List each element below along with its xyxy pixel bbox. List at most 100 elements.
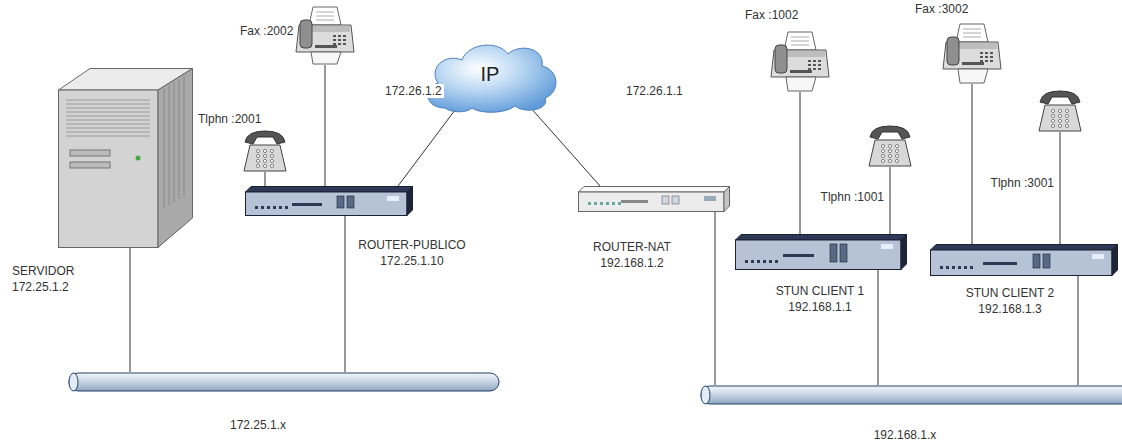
phone-key: [895, 159, 898, 162]
network-link: [890, 167, 891, 234]
device-side: [901, 235, 907, 270]
device-led: [285, 206, 288, 209]
stun-client-device-drawing: [930, 244, 1118, 276]
telephone-drawing: [868, 125, 912, 167]
phone-key: [1058, 114, 1061, 117]
fax-machine-drawing: [770, 30, 830, 92]
fax-key: [985, 56, 988, 58]
lan-bus-drawing: [68, 372, 500, 392]
device-port: [672, 196, 679, 204]
phone-key: [881, 159, 884, 162]
fax-tray: [786, 77, 816, 91]
device-strip: [783, 254, 814, 257]
device-led: [775, 260, 778, 263]
server-grille: [66, 124, 150, 125]
bus-tube: [69, 373, 499, 391]
device-port: [830, 244, 837, 262]
device-front: [931, 250, 1113, 276]
device-port: [347, 196, 354, 208]
network-link: [530, 107, 600, 186]
fax-key: [338, 39, 341, 41]
device-led: [618, 202, 621, 205]
fax-key: [333, 39, 336, 41]
telephone-drawing: [1038, 90, 1082, 132]
device-badge: [881, 244, 893, 249]
device-label: Tlphn :1001: [821, 190, 884, 204]
device-badge: [1092, 254, 1104, 259]
device-front: [736, 240, 902, 270]
ip-address: 192.168.1.3: [978, 302, 1041, 316]
device-label: Fax :1002: [745, 8, 798, 22]
phone-key: [263, 149, 266, 152]
phone-key: [270, 164, 273, 167]
phone-key: [1051, 119, 1054, 122]
phone-key: [270, 154, 273, 157]
ip-address: 192.168.1.2: [600, 256, 663, 270]
fax-key: [990, 52, 993, 54]
fax-handset: [300, 20, 312, 48]
device-led: [940, 266, 943, 269]
link-address: 172.26.1.1: [624, 84, 685, 98]
server-drive: [70, 162, 110, 168]
bus-tube: [701, 386, 1122, 404]
network-link: [1060, 132, 1061, 244]
device-led: [769, 260, 772, 263]
phone-key: [895, 144, 898, 147]
device-led: [588, 202, 591, 205]
phone-key: [881, 144, 884, 147]
phone-key: [1058, 119, 1061, 122]
device-front: [579, 192, 725, 212]
fax-key: [818, 60, 821, 62]
phone-key: [1065, 119, 1068, 122]
device-led: [946, 266, 949, 269]
device-strip: [983, 262, 1017, 265]
ip-address: 192.168.1.1: [788, 300, 851, 314]
ip-address: 172.25.1.2: [12, 280, 69, 294]
telephone-drawing: [243, 130, 287, 172]
device-side: [724, 187, 730, 212]
server-led: [136, 156, 141, 161]
bus-end: [69, 373, 78, 391]
phone-key: [881, 154, 884, 157]
stun-client-device: STUN CLIENT 2192.168.1.3: [930, 244, 1118, 276]
fax-machine: Fax :2002: [295, 5, 355, 65]
device-side: [407, 187, 413, 216]
network-link: [345, 216, 346, 372]
cloud-outline: [428, 45, 556, 112]
phone-key: [895, 149, 898, 152]
device-led: [958, 266, 961, 269]
stun-client-device-drawing: [735, 234, 907, 270]
fax-key: [818, 68, 821, 70]
paper-line: [791, 37, 809, 38]
fax-key: [813, 60, 816, 62]
fax-key: [818, 64, 821, 66]
telephone: Tlphn :2001: [243, 130, 287, 172]
device-port: [1033, 254, 1040, 268]
device-strip: [621, 200, 648, 203]
fax-key: [808, 68, 811, 70]
telephone: Tlphn :1001: [868, 125, 912, 167]
router-device-drawing: [245, 186, 413, 216]
stun-client-device: STUN CLIENT 1192.168.1.1: [735, 234, 907, 270]
phone-key: [263, 154, 266, 157]
server-vent: [184, 76, 185, 196]
device-led: [273, 206, 276, 209]
phone-key: [263, 164, 266, 167]
paper-line: [316, 20, 334, 21]
phone-key: [895, 154, 898, 157]
phone-key: [888, 154, 891, 157]
paper-line: [316, 16, 334, 17]
router-device: ROUTER-PUBLICO172.25.1.10: [245, 186, 413, 216]
paper-line: [791, 45, 809, 46]
server-side: [158, 69, 193, 248]
phone-key: [1058, 109, 1061, 112]
fax-key: [990, 60, 993, 62]
telephone: Tlphn :3001: [1038, 90, 1082, 132]
device-led: [594, 202, 597, 205]
fax-key: [980, 56, 983, 58]
device-top: [736, 235, 907, 241]
phone-key: [1065, 114, 1068, 117]
device-port: [337, 196, 344, 208]
phone-key: [881, 149, 884, 152]
fax-paper: [956, 24, 988, 42]
